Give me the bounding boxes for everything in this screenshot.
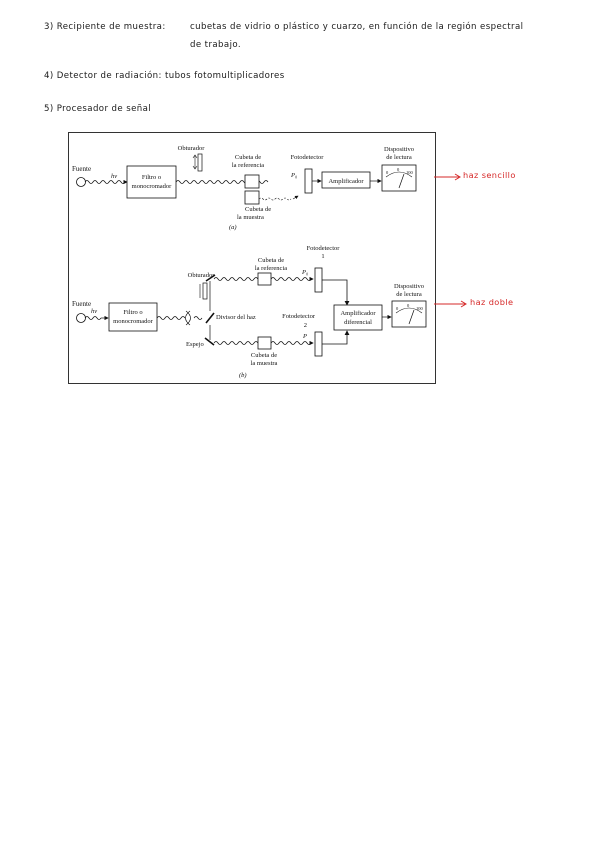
b-shutter-icon (202, 282, 208, 300)
b-filter-box (108, 302, 158, 332)
instrument-diagrams: Fuente hν Filtro o monocromador Obturado… (72, 145, 427, 379)
a-wave-1 (84, 180, 126, 184)
diagram-b-double-beam: Fuente hν Filtro o monocromador Obturado… (72, 245, 427, 379)
a-cubeta-mue-1: Cubeta de (245, 206, 271, 213)
b-differential-amplifier-box (333, 304, 383, 331)
b-p0-label: P₀ (301, 269, 308, 276)
spectrophotometer-figure: Fuente hν Filtro o monocromador Obturado… (68, 132, 436, 384)
b-reference-cuvette (257, 272, 272, 286)
diagram-a-single-beam: Fuente hν Filtro o monocromador Obturado… (72, 145, 417, 231)
b-scale-mid: 0 (407, 303, 410, 308)
b-cubeta-ref-1: Cubeta de (258, 257, 284, 264)
b-caption: (b) (239, 372, 247, 379)
b-upper-mirror (205, 274, 216, 282)
b-photodetector-2 (314, 331, 323, 357)
a-source-lamp-icon (76, 177, 86, 187)
note-line-3-continuation: de trabajo. (190, 40, 241, 50)
a-disp-2: de lectura (386, 154, 412, 161)
b-readout-meter-icon (391, 300, 427, 328)
a-scale-0: 0 (386, 170, 389, 175)
a-filtro-1: Filtro o (142, 174, 161, 181)
b-espejo-label: Espejo (186, 341, 204, 348)
b-amp-1: Amplificador (340, 310, 376, 317)
a-obturador-label: Obturador (178, 145, 206, 152)
b-fotodet2-1: Fotodetector (282, 313, 316, 320)
b-cubeta-mue-1: Cubeta de (251, 352, 277, 359)
a-readout-meter-icon (381, 164, 417, 192)
b-hv-label: hν (91, 308, 97, 315)
note-line-3-label: 3) Recipiente de muestra: (44, 22, 166, 32)
annotation-haz-doble: haz doble (470, 297, 514, 307)
a-reference-cuvette (244, 174, 260, 189)
a-filtro-2: monocromador (132, 183, 173, 190)
a-fotodetector-label: Fotodetector (291, 154, 325, 161)
b-disp-1: Dispositivo (394, 283, 424, 290)
a-scale-100: 100 (406, 170, 414, 175)
b-fuente-label: Fuente (72, 300, 91, 308)
a-amplificador-label: Amplificador (328, 178, 364, 185)
a-sample-cuvette (244, 190, 260, 205)
b-fotodet1-1: Fotodetector (307, 245, 341, 252)
a-disp-1: Dispositivo (384, 146, 414, 153)
b-disp-2: de lectura (396, 291, 422, 298)
b-source-lamp-icon (76, 313, 86, 323)
note-line-5: 5) Procesador de señal (44, 104, 152, 114)
a-cubeta-ref-2: la referencia (232, 162, 264, 169)
arrow-simple-icon (434, 173, 461, 181)
b-cubeta-ref-2: la referencia (255, 265, 287, 272)
a-hv-label: hν (111, 173, 117, 180)
b-photodetector-1 (314, 267, 323, 293)
b-beam-splitter (205, 312, 215, 324)
a-amplifier-box (321, 171, 371, 189)
b-cubeta-mue-2: la muestra (251, 360, 278, 367)
arrow-double-icon (434, 300, 467, 308)
b-lower-mirror (204, 337, 215, 346)
note-line-3-text: cubetas de vidrio o plástico y cuarzo, e… (190, 22, 524, 32)
a-fuente-label: Fuente (72, 165, 91, 173)
b-divisor-label: Divisor del haz (216, 314, 256, 321)
a-p0-label: P₀ (290, 172, 297, 179)
a-photodetector (304, 168, 313, 194)
b-scale-0: 0 (396, 306, 399, 311)
b-filtro-1: Filtro o (123, 309, 142, 316)
b-amp-2: diferencial (344, 319, 372, 326)
b-fotodet2-2: 2 (304, 322, 307, 329)
b-filtro-2: monocromador (113, 318, 154, 325)
b-obturador-label: Obturador (188, 272, 216, 279)
a-scale-mid: 0 (397, 167, 400, 172)
a-cubeta-ref-1: Cubeta de (235, 154, 261, 161)
note-line-4: 4) Detector de radiación: tubos fotomult… (44, 71, 285, 81)
a-cubeta-mue-2: la muestra (237, 214, 264, 221)
b-sample-cuvette (257, 336, 272, 350)
a-shutter-icon (197, 153, 203, 172)
b-fotodet1-2: 1 (321, 253, 324, 260)
b-p-label: P (302, 333, 307, 340)
annotation-haz-sencillo: haz sencillo (463, 170, 516, 180)
a-filter-box (126, 165, 177, 199)
a-caption: (a) (229, 224, 237, 231)
b-scale-100: 100 (416, 306, 424, 311)
